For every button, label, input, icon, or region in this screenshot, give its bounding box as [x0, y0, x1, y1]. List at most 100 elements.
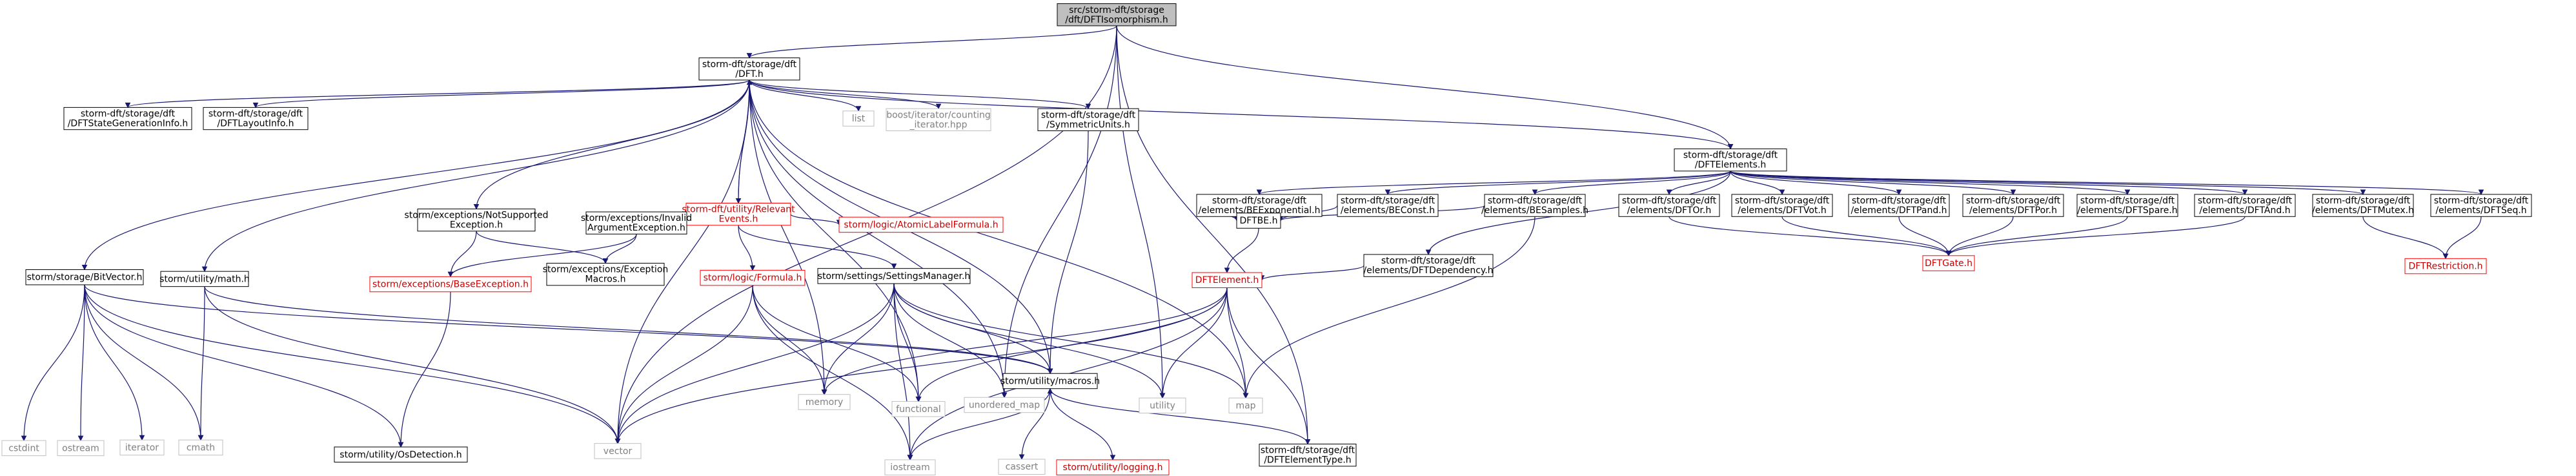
node-box-dftrestr: [2404, 258, 2487, 274]
edge-dftelem-to-vector: [617, 287, 1228, 444]
node-symunits[interactable]: storm-dft/storage/dft/SymmetricUnits.h: [1037, 108, 1139, 132]
edge-dftelemtype-to-macros: [1050, 388, 1308, 444]
node-dftrestr[interactable]: DFTRestriction.h: [2404, 258, 2487, 274]
arrowhead-dftelems-to-besamples: [1532, 189, 1538, 196]
node-dftpand[interactable]: storm-dft/storage/dft/elements/DFTPand.h: [1848, 194, 1950, 217]
node-stategen[interactable]: storm-dft/storage/dft/DFTStateGeneration…: [63, 107, 192, 130]
arrowhead-dftelems-to-dftseq: [2478, 189, 2484, 196]
edge-dft-to-stategen: [127, 79, 750, 108]
edge-invarg-to-baseexc: [450, 234, 637, 277]
edge-macros-to-logging: [1050, 388, 1113, 460]
node-label-dftseq-line-2: /elements/DFTSeq.h: [2435, 205, 2526, 216]
arrowhead-dft-to-symunits: [1085, 103, 1091, 110]
node-box-layoutinfo: [203, 107, 309, 130]
node-beconst[interactable]: storm-dft/storage/dft/elements/BEConst.h: [1337, 194, 1439, 217]
edge-dftelem-to-map: [1226, 287, 1246, 398]
node-label-root-line-1: src/storm-dft/storage: [1069, 5, 1164, 16]
node-layoutinfo[interactable]: storm-dft/storage/dft/DFTLayoutInfo.h: [203, 107, 309, 130]
node-box-dftspare: [2076, 194, 2178, 217]
node-box-functional: [891, 401, 946, 417]
node-label-dftelem-line-1: DFTElement.h: [1195, 275, 1259, 285]
edge-dftelems-to-dftseq: [1730, 171, 2482, 195]
node-formula[interactable]: storm/logic/Formula.h: [700, 269, 806, 286]
node-label-notsupp-line-1: storm/exceptions/NotSupported: [404, 211, 548, 221]
node-label-iostream-line-1: iostream: [890, 462, 930, 473]
node-box-map: [1228, 397, 1263, 414]
node-root[interactable]: src/storm-dft/storage/dft/DFTIsomorphism…: [1057, 3, 1177, 26]
node-utility: utility: [1139, 397, 1186, 414]
edge-root-to-dftelems: [1116, 25, 1731, 149]
node-dftvot[interactable]: storm-dft/storage/dft/elements/DFTVot.h: [1731, 194, 1833, 217]
arrowhead-dftelems-to-beexp: [1256, 189, 1263, 196]
node-label-dftdep-line-2: /elements/DFTDependency.h: [1363, 265, 1493, 276]
arrowhead-dftelems-to-dftspare: [2124, 189, 2131, 196]
arrowhead-relevant-to-dft: [746, 79, 753, 85]
node-label-dftpor-line-2: /elements/DFTPor.h: [1969, 205, 2057, 216]
arrowhead-dftelem-to-memory: [821, 389, 827, 395]
node-invarg[interactable]: storm/exceptions/InvalidArgumentExceptio…: [581, 211, 692, 234]
node-dftelem[interactable]: DFTElement.h: [1192, 272, 1263, 288]
node-dftseq[interactable]: storm-dft/storage/dft/elements/DFTSeq.h: [2430, 194, 2532, 217]
node-box-dft: [698, 57, 800, 81]
node-dftspare[interactable]: storm-dft/storage/dft/elements/DFTSpare.…: [2076, 194, 2178, 217]
edge-settings-to-memory: [824, 284, 895, 395]
node-label-invarg-line-2: ArgumentException.h: [587, 223, 685, 233]
node-label-bitvector-line-1: storm/storage/BitVector.h: [27, 273, 143, 283]
arrowhead-dft-to-bitvector: [81, 264, 88, 271]
node-umap: unordered_map: [964, 397, 1045, 413]
edge-dft-to-umap: [749, 79, 1005, 398]
node-atomiclabel[interactable]: storm/logic/AtomicLabelFormula.h: [838, 216, 1004, 233]
edge-dft-to-bitvector: [84, 79, 750, 270]
edge-relevant-to-formula: [738, 225, 753, 271]
node-label-layoutinfo-line-2: /DFTLayoutInfo.h: [217, 119, 294, 129]
edge-dftelem-to-utility: [1162, 287, 1228, 398]
arrowhead-dft-to-mathh: [201, 266, 208, 273]
edge-settings-to-functional: [893, 284, 919, 402]
edge-dftdep-to-dftelem: [1261, 265, 1364, 281]
node-bitvector[interactable]: storm/storage/BitVector.h: [25, 269, 144, 285]
edge-dftmutex-to-dftrestr: [2362, 216, 2446, 259]
node-box-root: [1057, 3, 1177, 26]
node-settings[interactable]: storm/settings/SettingsManager.h: [817, 268, 971, 284]
edge-dftelem-to-functional: [918, 287, 1228, 402]
node-label-settings-line-1: storm/settings/SettingsManager.h: [818, 271, 971, 282]
node-beexp[interactable]: storm-dft/storage/dft/elements/BEExponen…: [1196, 194, 1323, 217]
node-baseexc[interactable]: storm/exceptions/BaseException.h: [369, 276, 532, 293]
edge-dftseq-to-dftrestr: [2445, 216, 2482, 259]
node-cstdint: cstdint: [1, 440, 46, 457]
node-macros[interactable]: storm/utility/macros.h: [1000, 373, 1100, 389]
arrowhead-invarg-to-baseexc: [447, 271, 454, 278]
node-label-ostream-line-1: ostream: [62, 443, 99, 453]
arrowhead-dftelems-to-dftvot: [1779, 189, 1785, 196]
node-besamples[interactable]: storm-dft/storage/dft/elements/BESamples…: [1481, 194, 1588, 217]
node-logging[interactable]: storm/utility/logging.h: [1056, 459, 1170, 475]
node-dftand[interactable]: storm-dft/storage/dft/elements/DFTAnd.h: [2194, 194, 2296, 217]
node-dftbe[interactable]: DFTBE.h: [1236, 212, 1281, 229]
edge-dftand-to-dftgate: [1948, 216, 2246, 256]
node-dftpor[interactable]: storm-dft/storage/dft/elements/DFTPor.h: [1962, 194, 2064, 217]
node-box-dftseq: [2430, 194, 2532, 217]
node-dftor[interactable]: storm-dft/storage/dft/elements/DFTOr.h: [1618, 194, 1720, 217]
node-label-relevant-line-1: storm-dft/utility/Relevant: [682, 205, 795, 215]
node-mathh[interactable]: storm/utility/math.h: [159, 271, 250, 287]
arrowhead-dft-to-boostiter: [935, 103, 942, 110]
arrowhead-dftelems-to-dftand: [2242, 189, 2248, 196]
node-dftelems[interactable]: storm-dft/storage/dft/DFTElements.h: [1674, 149, 1787, 172]
node-dftelemtype[interactable]: storm-dft/storage/dft/DFTElementType.h: [1259, 444, 1357, 467]
node-box-settings: [817, 268, 971, 284]
node-dftgate[interactable]: DFTGate.h: [1922, 255, 1975, 271]
node-dftmutex[interactable]: storm-dft/storage/dft/elements/DFTMutex.…: [2312, 194, 2414, 217]
node-label-invarg-line-1: storm/exceptions/Invalid: [581, 213, 692, 223]
node-dftdep[interactable]: storm-dft/storage/dft/elements/DFTDepend…: [1363, 254, 1494, 277]
node-dft[interactable]: storm-dft/storage/dft/DFT.h: [698, 57, 800, 81]
edge-root-to-umap: [1004, 25, 1117, 398]
arrowhead-dft-to-layoutinfo: [252, 102, 259, 109]
edge-dftelem-to-memory: [824, 287, 1228, 395]
node-osdet[interactable]: storm/utility/OsDetection.h: [334, 446, 468, 463]
arrowhead-dftelems-to-dftor: [1666, 189, 1672, 196]
node-label-dftseq-line-1: storm-dft/storage/dft: [2434, 196, 2529, 206]
graph-edges: [21, 25, 2484, 461]
